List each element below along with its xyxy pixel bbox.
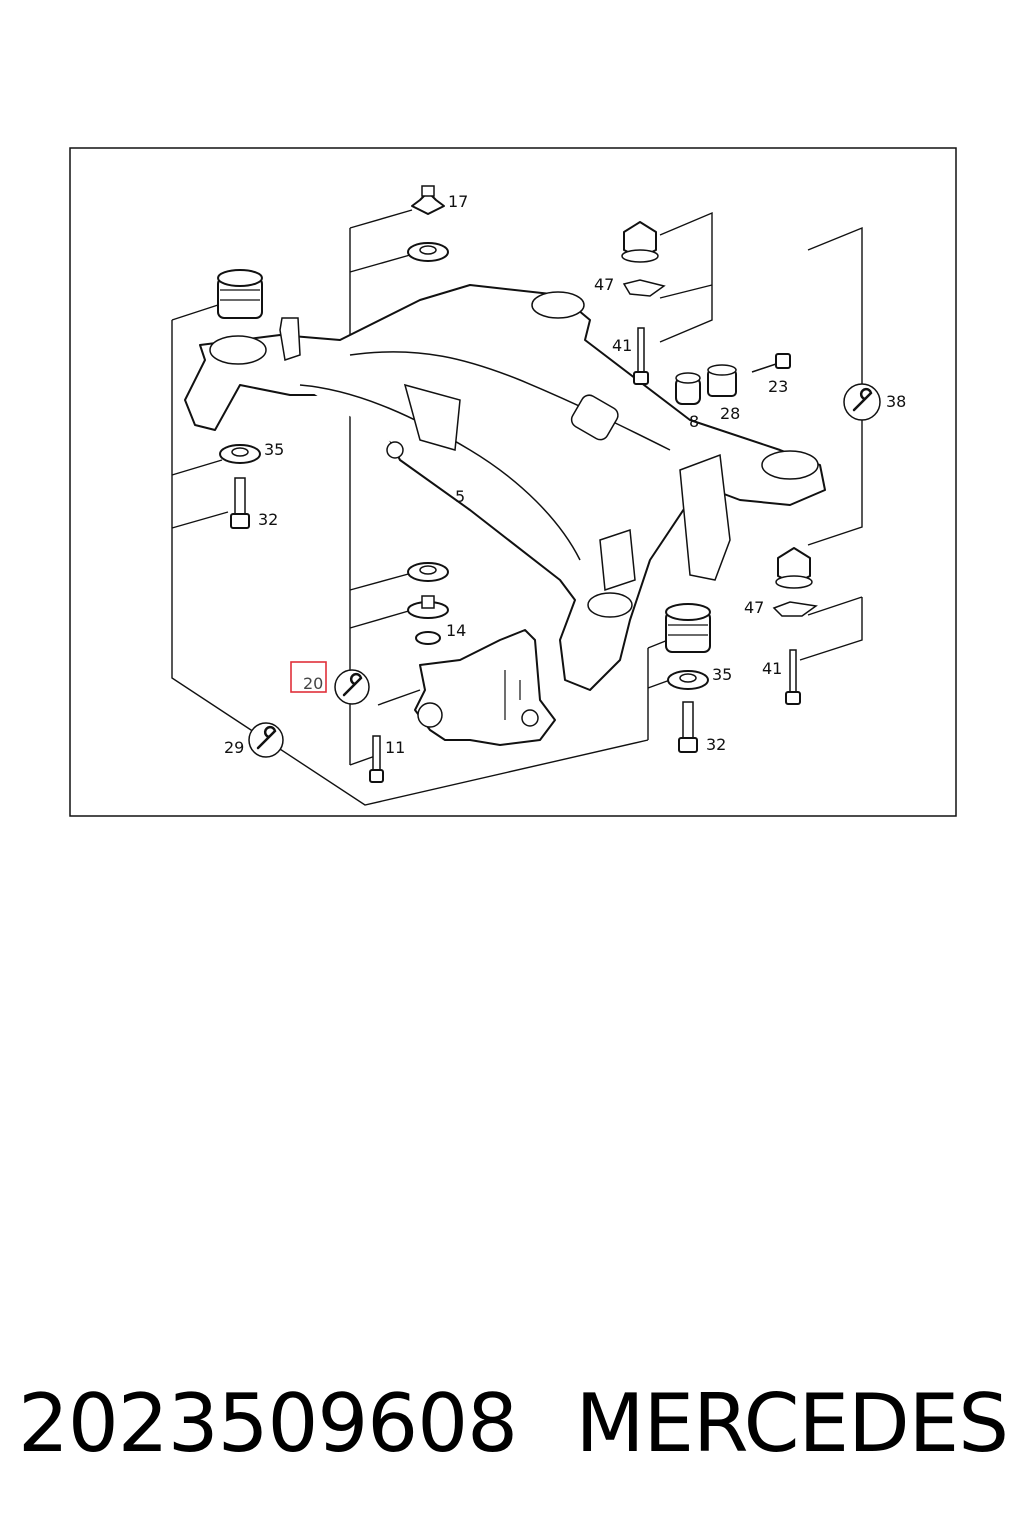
parts-diagram: 17 47 41 23 8 28 38 35 32 5 14 47 41 35 … (69, 147, 957, 817)
callout-labels: 17 47 41 23 8 28 38 35 32 5 14 47 41 35 … (224, 192, 906, 757)
callout-32-left: 32 (258, 510, 278, 529)
callout-41-right: 41 (762, 659, 782, 678)
callout-29: 29 (224, 738, 244, 757)
part-number: 2023509608 (18, 1376, 518, 1470)
rear-axle-subframe (184, 284, 826, 691)
washers (219, 185, 709, 690)
diagram-canvas: 17 47 41 23 8 28 38 35 32 5 14 47 41 35 … (69, 147, 957, 817)
callout-5: 5 (455, 487, 465, 506)
brand-name: MERCEDES (575, 1376, 1009, 1470)
callout-17: 17 (448, 192, 468, 211)
callout-28: 28 (720, 404, 740, 423)
callout-14: 14 (446, 621, 466, 640)
callout-35-right: 35 (712, 665, 732, 684)
callout-47-right: 47 (744, 598, 764, 617)
product-caption: 2023509608 MERCEDES (18, 1368, 1009, 1478)
callout-47-top: 47 (594, 275, 614, 294)
callout-32-right: 32 (706, 735, 726, 754)
wrench-icon (248, 722, 284, 758)
callout-23: 23 (768, 377, 788, 396)
wrench-icon (334, 669, 370, 705)
callout-38: 38 (886, 392, 906, 411)
highlight-box (290, 661, 327, 693)
nut-mount-right (772, 547, 818, 617)
differential (414, 629, 556, 746)
bolts (230, 327, 801, 783)
callout-35-left: 35 (264, 440, 284, 459)
callout-41-top: 41 (612, 336, 632, 355)
wrench-icon (843, 383, 881, 421)
nut-mount-top (621, 221, 666, 297)
diagram-frame (69, 147, 957, 817)
callout-8: 8 (689, 412, 699, 431)
bushing-right-front (665, 603, 711, 653)
callout-11: 11 (385, 738, 405, 757)
bushing-left (217, 269, 263, 319)
bush-sleeve (675, 364, 737, 405)
callout-20-highlighted: 20 (303, 674, 323, 693)
